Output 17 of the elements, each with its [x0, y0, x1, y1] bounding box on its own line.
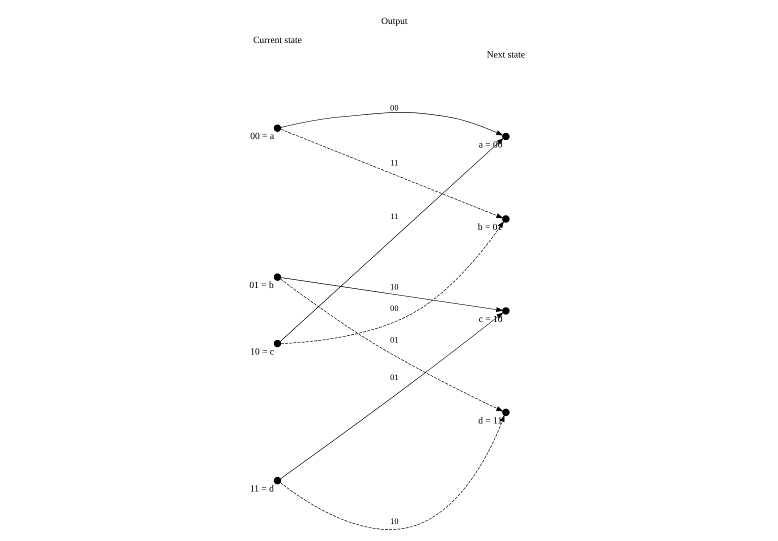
edge-label: 10: [390, 282, 398, 292]
node-label: d = 11: [478, 416, 502, 426]
edge-label: 00: [390, 103, 398, 112]
edge-label: 11: [390, 158, 398, 168]
edge-label: 01: [390, 372, 398, 382]
edge-label: 10: [390, 517, 398, 526]
node-label: c = 10: [478, 314, 503, 325]
node-label: 01 = b: [249, 281, 274, 292]
label: Current state: [253, 36, 302, 46]
label: Next state: [486, 50, 525, 60]
node-label: 11 = d: [250, 484, 274, 495]
edge-label: 11: [390, 212, 398, 222]
edge-label: 00: [390, 304, 398, 314]
label: Output: [381, 17, 408, 28]
edge-label: 01: [390, 335, 398, 344]
node-label: 00 = a: [250, 132, 274, 142]
node-label: 10 = c: [250, 348, 274, 358]
